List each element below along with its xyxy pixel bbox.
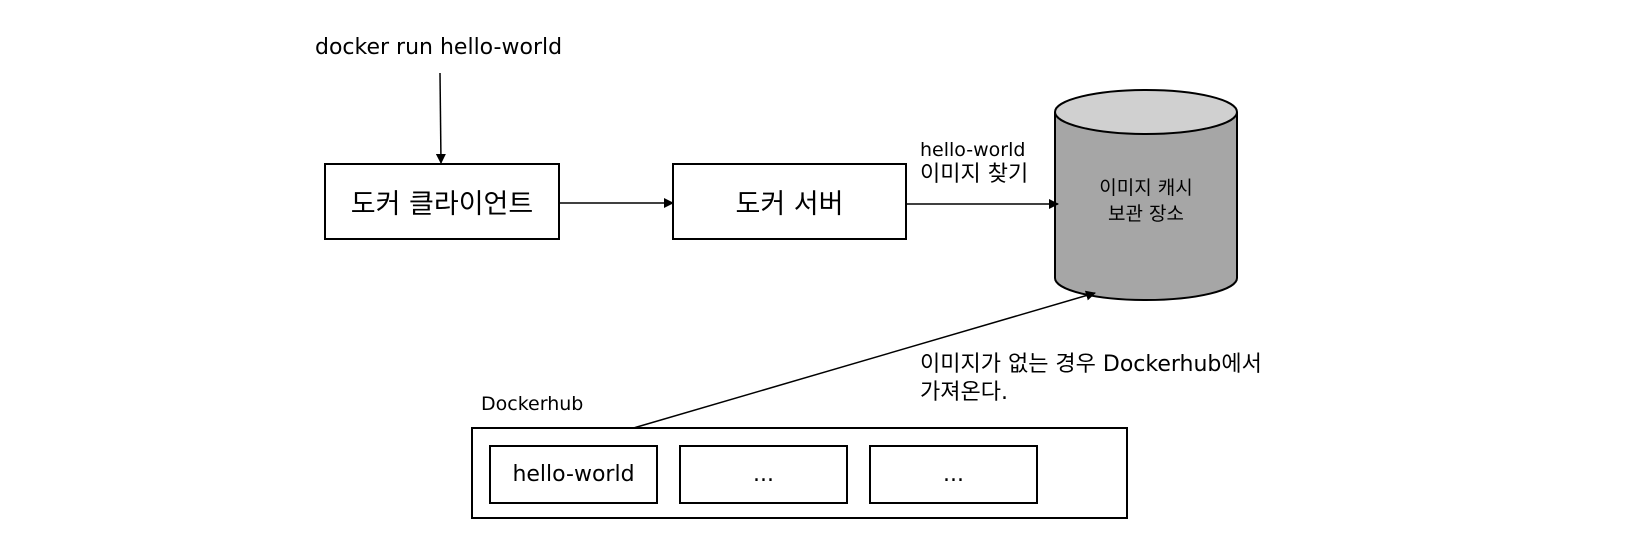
docker-server-label: 도커 서버 [735,189,844,220]
fetch-note-line1: 이미지가 없는 경우 Dockerhub에서 [920,352,1262,377]
search-label-line1: hello-world [920,139,1026,161]
cache-label-line1: 이미지 캐시 [1099,177,1193,199]
command-arrow [435,72,446,164]
docker-client-label: 도커 클라이언트 [350,189,534,220]
command-text: docker run hello-world [315,35,563,60]
cache-label-line2: 보관 장소 [1108,203,1184,225]
hub-item-hello-world: hello-world [489,445,658,504]
hub-item-label: hello-world [512,462,635,487]
hub-item-label: ... [753,462,774,487]
search-label-line2: 이미지 찾기 [920,162,1029,187]
hub-item-3: ... [869,445,1038,504]
hub-to-cache-arrow [571,290,1096,447]
fetch-note-line2: 가져온다. [920,380,1008,405]
hub-item-2: ... [679,445,848,504]
docker-server-box: 도커 서버 [672,163,907,240]
docker-client-box: 도커 클라이언트 [324,163,560,240]
hub-item-label: ... [943,462,964,487]
image-cache-cylinder [1054,89,1238,301]
dockerhub-title: Dockerhub [481,393,584,415]
